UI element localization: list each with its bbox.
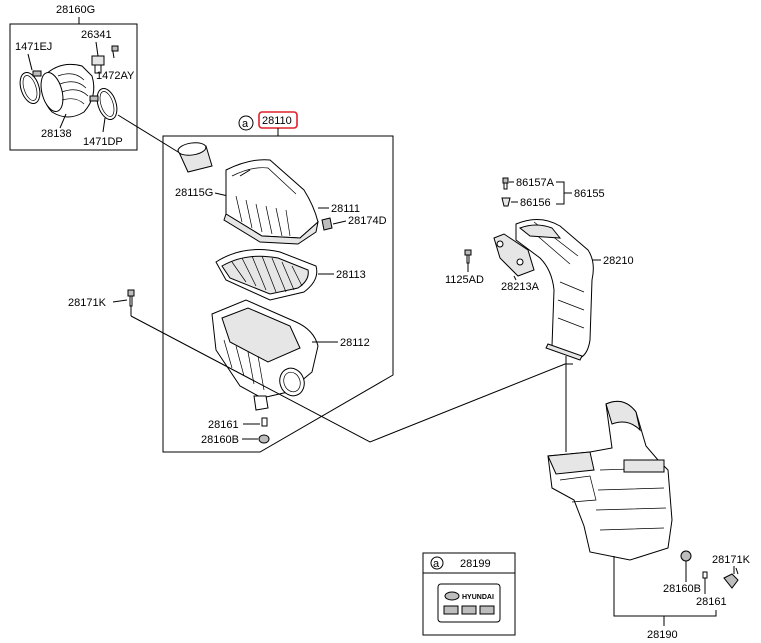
label-1471DP[interactable]: 1471DP <box>83 136 123 148</box>
bolt-28171K-right <box>723 567 739 589</box>
label-86155[interactable]: 86155 <box>574 188 605 200</box>
grommet-28161-right <box>702 571 708 579</box>
bolt-86157A <box>502 177 509 190</box>
sensor-26341 <box>91 55 105 74</box>
legend-callout-a[interactable]: a <box>433 558 440 570</box>
duct-28210 <box>515 219 594 361</box>
clip-28174D <box>321 217 333 231</box>
grommet-28161 <box>261 417 268 427</box>
label-86156[interactable]: 86156 <box>520 197 551 209</box>
label-28161-right[interactable]: 28161 <box>696 596 727 608</box>
duct-28115G <box>177 142 213 173</box>
clip-86156 <box>501 197 511 207</box>
label-28160B-left[interactable]: 28160B <box>201 434 239 446</box>
label-86157A[interactable]: 86157A <box>516 177 555 189</box>
label-28111[interactable]: 28111 <box>331 203 360 215</box>
hyundai-logo-label: HYUNDAI <box>437 583 501 623</box>
label-28213A[interactable]: 28213A <box>501 281 540 293</box>
lower-case-28112 <box>211 299 319 411</box>
label-28138[interactable]: 28138 <box>41 128 72 140</box>
legend-part-28199[interactable]: 28199 <box>460 558 491 570</box>
label-28110[interactable]: 28110 <box>262 115 292 127</box>
label-28115G[interactable]: 28115G <box>175 187 213 199</box>
clamp-1471DP <box>89 88 118 120</box>
label-28210[interactable]: 28210 <box>603 255 634 267</box>
mount-28160B <box>258 434 270 444</box>
resonator-28190 <box>547 400 673 561</box>
label-28112[interactable]: 28112 <box>340 337 370 349</box>
label-28113[interactable]: 28113 <box>336 269 366 281</box>
label-28174D[interactable]: 28174D <box>348 215 387 227</box>
label-26341[interactable]: 26341 <box>81 29 112 41</box>
label-28160B-right[interactable]: 28160B <box>663 583 701 595</box>
callout-a-label[interactable]: a <box>242 118 249 130</box>
label-28171K-left[interactable]: 28171K <box>68 297 107 309</box>
label-28171K-right[interactable]: 28171K <box>712 554 751 566</box>
mount-28160B-right <box>680 550 692 562</box>
label-28161-left[interactable]: 28161 <box>208 419 239 431</box>
label-1125AD[interactable]: 1125AD <box>445 274 484 286</box>
label-1472AY[interactable]: 1472AY <box>96 70 135 82</box>
clamp-1471EJ <box>19 70 42 104</box>
logo-text: HYUNDAI <box>462 594 494 601</box>
label-1471EJ[interactable]: 1471EJ <box>15 41 52 53</box>
bolt-1125AD <box>464 249 472 264</box>
air-cleaner-assembly-28110: a 28110 28115G 28111 28174D <box>162 111 394 453</box>
label-28190[interactable]: 28190 <box>647 629 678 641</box>
cover-28111 <box>223 159 319 245</box>
filter-element-28113 <box>215 249 318 301</box>
label-28160G[interactable]: 28160G <box>56 4 95 16</box>
clip-1472AY <box>111 45 119 52</box>
group-28160G-box: 28160G 1471EJ 26341 147 <box>9 4 138 151</box>
hose-28138 <box>40 63 95 118</box>
bracket-28213A <box>493 233 535 277</box>
legend-box-28199: a 28199 HYUNDAI <box>422 552 516 636</box>
bolt-28171K-left <box>127 289 135 307</box>
